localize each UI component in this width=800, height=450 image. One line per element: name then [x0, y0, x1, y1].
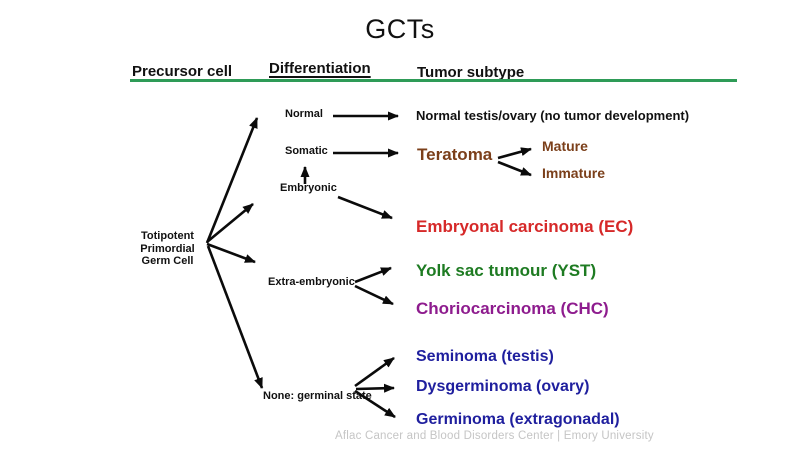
page-title: GCTs	[365, 14, 435, 44]
differentiation-label-normal: Normal	[285, 108, 323, 120]
differentiation-label-embryonic: Embryonic	[280, 182, 337, 194]
column-header-differentiation: Differentiation	[269, 60, 371, 77]
subtype-normal-testis-ovary: Normal testis/ovary (no tumor developmen…	[416, 108, 690, 123]
precursor-cell-line2: Primordial	[140, 242, 195, 255]
arrow-extra-embryonic-to-yolk-sac	[354, 266, 392, 284]
differentiation-label-extra-embryonic: Extra-embryonic	[268, 276, 355, 288]
subtype-germinoma: Germinoma (extragonadal)	[416, 411, 620, 428]
subtype-teratoma: Teratoma	[417, 145, 493, 164]
precursor-cell-line1: Totipotent	[141, 230, 194, 242]
arrow-germinal-to-dysgerminoma	[355, 383, 395, 393]
header-divider-rule	[130, 79, 737, 82]
subtype-seminoma: Seminoma (testis)	[416, 348, 554, 365]
arrow-teratoma-to-immature	[497, 160, 532, 177]
subtype-teratoma-mature: Mature	[542, 138, 588, 154]
arrow-germinal-to-germinoma	[354, 389, 396, 419]
subtype-dysgerminoma: Dysgerminoma (ovary)	[416, 378, 590, 395]
column-header-precursor-cell: Precursor cell	[132, 63, 233, 80]
differentiation-label-none-germinal-state: None: germinal state	[263, 390, 372, 402]
arrow-germinal-to-seminoma	[354, 356, 395, 388]
arrow-precursor-to-extra-embryonic	[206, 242, 256, 264]
precursor-cell-line3: Germ Cell	[141, 255, 194, 267]
arrow-extra-embryonic-to-choriocarcinoma	[354, 284, 394, 306]
arrow-embryonic-to-embryonal-carcinoma	[337, 195, 393, 220]
column-header-tumor-subtype: Tumor subtype	[417, 64, 525, 81]
subtype-teratoma-immature: Immature	[542, 165, 606, 181]
subtype-choriocarcinoma: Choriocarcinoma (CHC)	[416, 299, 609, 318]
subtype-yolk-sac-tumour: Yolk sac tumour (YST)	[416, 261, 597, 280]
precursor-cell-label: Totipotent Primordial Germ Cell	[130, 230, 205, 268]
arrow-precursor-to-normal	[205, 117, 259, 244]
arrow-teratoma-to-mature	[497, 147, 532, 160]
arrow-precursor-to-germinal-state	[206, 245, 264, 389]
subtype-embryonal-carcinoma: Embryonal carcinoma (EC)	[416, 217, 634, 236]
footer-watermark: Aflac Cancer and Blood Disorders Center …	[335, 430, 654, 442]
arrow-precursor-to-embryonic	[206, 202, 254, 244]
differentiation-label-somatic: Somatic	[285, 145, 328, 157]
